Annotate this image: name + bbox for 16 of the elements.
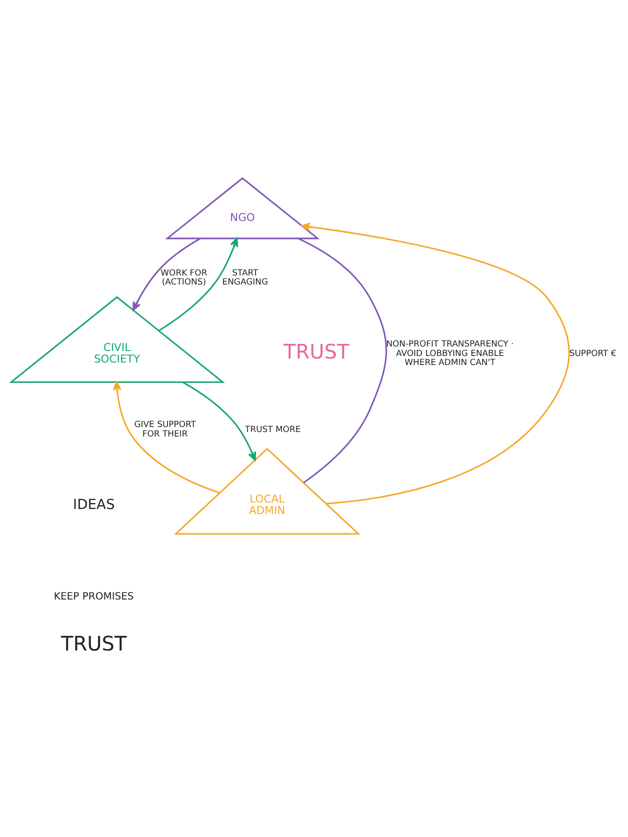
- label: TRUST: [61, 631, 127, 656]
- label: TRUST: [284, 339, 350, 364]
- edge-label: TRUST MORE: [245, 423, 301, 434]
- edge-label: SUPPORT €: [569, 347, 616, 358]
- edge-label: NON-PROFIT TRANSPARENCY · AVOID LOBBYING ENABLE WHERE ADMIN CAN'T: [386, 338, 514, 367]
- arrow: [182, 381, 256, 460]
- label: IDEAS: [72, 496, 115, 512]
- edge-label: START ENGAGING: [222, 266, 268, 286]
- arrow: [158, 237, 238, 331]
- edge-label: GIVE SUPPORT FOR THEIR: [134, 418, 196, 438]
- connector: [298, 237, 388, 483]
- arrow: [132, 237, 201, 310]
- edge-label: WORK FOR (ACTIONS): [160, 266, 208, 286]
- label: KEEP PROMISES: [54, 590, 134, 602]
- arrow: [301, 222, 570, 504]
- arrow: [112, 380, 220, 494]
